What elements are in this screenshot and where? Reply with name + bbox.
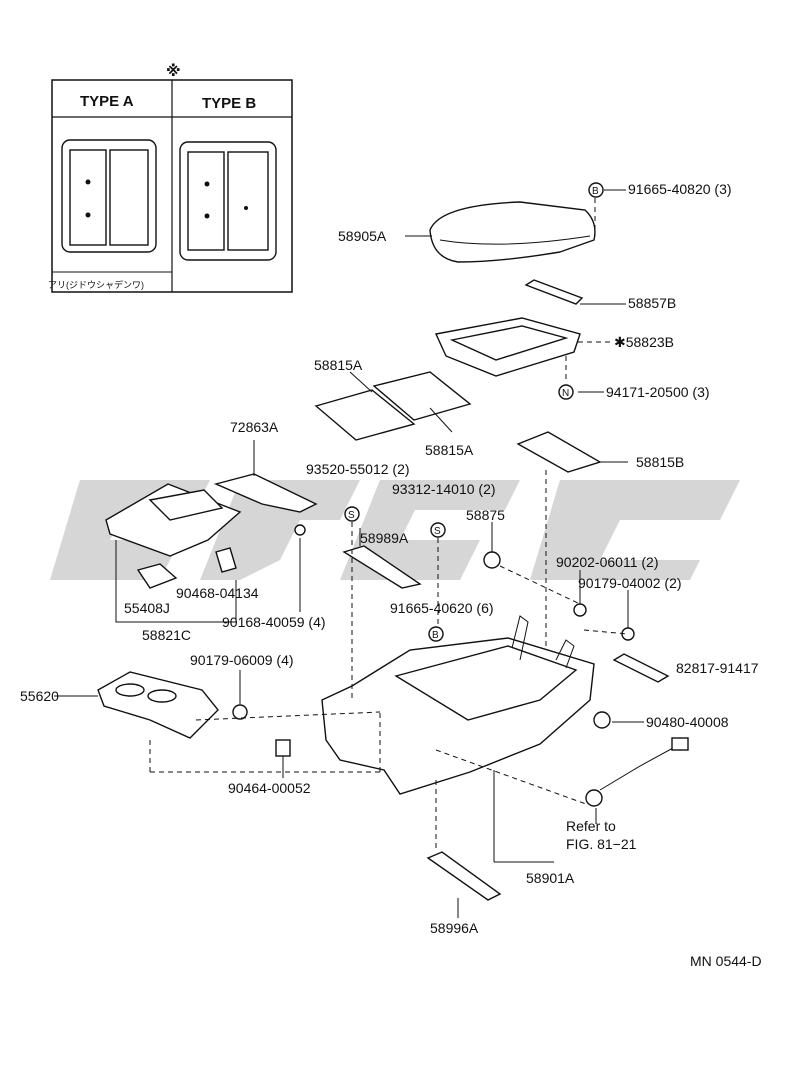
label-90179-04002: 90179-04002 (2)	[578, 575, 682, 591]
label-72863A: 72863A	[230, 419, 279, 435]
label-90179-06009: 90179-06009 (4)	[190, 652, 294, 668]
shift-panel	[213, 440, 318, 513]
label-55620: 55620	[20, 688, 59, 704]
clip-90464	[275, 739, 291, 778]
bracket-58989A	[342, 528, 422, 589]
label-94171-20500: 94171-20500 (3)	[606, 384, 710, 400]
drawing-number: MN 0544-D	[690, 953, 762, 969]
label-58996A: 58996A	[430, 920, 479, 936]
symbol-s-2: S	[434, 526, 441, 537]
label-58905A: 58905A	[338, 228, 387, 244]
rubber-mats	[314, 371, 628, 473]
nut-90179-06009	[232, 670, 248, 720]
connector-82817	[612, 653, 670, 683]
inset-footnote: アリ(ジドウシャデンワ)	[48, 279, 144, 290]
label-93520-55012: 93520-55012 (2)	[306, 461, 410, 477]
nuts-group	[499, 565, 635, 641]
hinge-bracket	[524, 279, 626, 305]
label-82817-91417: 82817-91417	[676, 660, 759, 676]
type-b-header: TYPE B	[202, 95, 256, 112]
label-58823B: ✱58823B	[614, 334, 674, 350]
label-58857B: 58857B	[628, 295, 676, 311]
label-refer-to: Refer to	[566, 818, 616, 834]
symbol-n: N	[562, 388, 569, 399]
symbol-s-1: S	[348, 510, 355, 521]
symbol-b-1: B	[592, 186, 599, 197]
label-93312-14010: 93312-14010 (2)	[392, 481, 496, 497]
label-58821C: 58821C	[142, 627, 191, 643]
label-90480-40008: 90480-40008	[646, 714, 729, 730]
label-58901A: 58901A	[526, 870, 575, 886]
callout-labels: 58905A 91665-40820 (3) 58857B ✱58823B 94…	[20, 181, 762, 969]
label-58815B: 58815B	[636, 454, 684, 470]
label-90468-04134: 90468-04134	[176, 585, 259, 601]
dashed-leaders	[149, 470, 629, 852]
console-tray	[434, 317, 614, 393]
label-58815A-upper: 58815A	[314, 357, 363, 373]
type-inset: ※ TYPE A TYPE B アリ(ジドウシャデンワ)	[48, 62, 293, 293]
label-fig-81-21: FIG. 81−21	[566, 836, 637, 852]
label-91665-40820: 91665-40820 (3)	[628, 181, 732, 197]
inset-marker: ※	[166, 62, 181, 80]
type-b-tray	[179, 141, 277, 261]
label-58815A-lower: 58815A	[425, 442, 474, 458]
type-a-tray	[61, 139, 157, 253]
label-58875: 58875	[466, 507, 505, 523]
screw-90168	[294, 524, 306, 612]
label-90464-00052: 90464-00052	[228, 780, 311, 796]
label-90168-40059: 90168-40059 (4)	[222, 614, 326, 630]
marker-symbols: B N S S B	[344, 182, 604, 642]
plug-90480	[593, 711, 644, 729]
cable-assembly	[585, 737, 689, 824]
label-58989A: 58989A	[360, 530, 409, 546]
label-55408J: 55408J	[124, 600, 170, 616]
bracket-58996A	[426, 851, 502, 918]
type-a-header: TYPE A	[80, 93, 134, 110]
console-box	[321, 615, 595, 863]
bezel-assembly	[105, 483, 242, 623]
cup-holder	[54, 671, 219, 739]
symbol-b-2: B	[432, 630, 439, 641]
label-90202-06011: 90202-06011 (2)	[556, 554, 658, 570]
label-91665-40620: 91665-40620 (6)	[390, 600, 494, 616]
grommet-58875	[483, 522, 501, 569]
armrest-lid	[405, 189, 626, 263]
